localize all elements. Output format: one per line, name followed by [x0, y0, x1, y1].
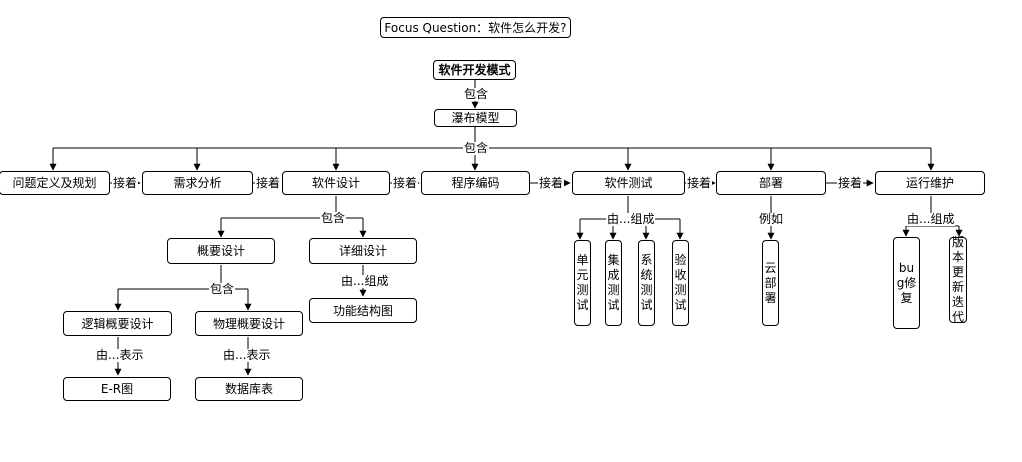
focus-question: Focus Question：软件怎么开发? [380, 17, 571, 38]
label-contains-design: 包含 [320, 211, 347, 225]
label-composed-maint: 由...组成 [906, 212, 956, 226]
stage-software-design: 软件设计 [282, 171, 390, 195]
label-example-deploy: 例如 [758, 212, 785, 226]
stage-deployment: 部署 [716, 171, 826, 195]
label-then-1: 接着 [112, 176, 139, 190]
label-then-6: 接着 [837, 176, 864, 190]
label-represented-physical: 由...表示 [222, 348, 272, 362]
database-tables: 数据库表 [195, 377, 303, 401]
label-contains-outline: 包含 [209, 282, 236, 296]
label-then-3: 接着 [392, 176, 419, 190]
function-structure-chart: 功能结构图 [309, 298, 417, 323]
integration-testing: 集成测试 [605, 240, 622, 326]
cloud-deployment: 云部署 [762, 240, 779, 326]
label-represented-logic: 由...表示 [95, 348, 145, 362]
acceptance-testing: 验收测试 [672, 240, 689, 326]
detail-design: 详细设计 [309, 238, 417, 264]
edge-waterfall-bus [53, 127, 931, 149]
root-node: 软件开发模式 [433, 60, 516, 80]
stage-coding: 程序编码 [421, 171, 530, 195]
outline-design: 概要设计 [167, 238, 275, 264]
version-iteration: 版本更新迭代 [949, 235, 967, 324]
label-then-2: 接着 [255, 176, 282, 190]
stage-requirements: 需求分析 [142, 171, 253, 195]
label-then-4: 接着 [538, 176, 565, 190]
stage-maintenance: 运行维护 [875, 171, 985, 195]
physical-outline-design: 物理概要设计 [195, 311, 303, 336]
label-composed-testing: 由...组成 [606, 212, 656, 226]
stage-problem-definition: 问题定义及规划 [0, 171, 110, 195]
label-contains-root: 包含 [463, 87, 490, 101]
label-composed-detail: 由...组成 [340, 274, 390, 288]
er-diagram: E-R图 [63, 377, 171, 401]
logical-outline-design: 逻辑概要设计 [63, 311, 172, 336]
system-testing: 系统测试 [638, 240, 655, 326]
label-then-5: 接着 [686, 176, 713, 190]
label-contains-waterfall: 包含 [463, 141, 490, 155]
bug-fix: bug修复 [893, 237, 920, 329]
stage-testing: 软件测试 [572, 171, 685, 195]
unit-testing: 单元测试 [574, 240, 591, 326]
waterfall-node: 瀑布模型 [434, 109, 517, 127]
